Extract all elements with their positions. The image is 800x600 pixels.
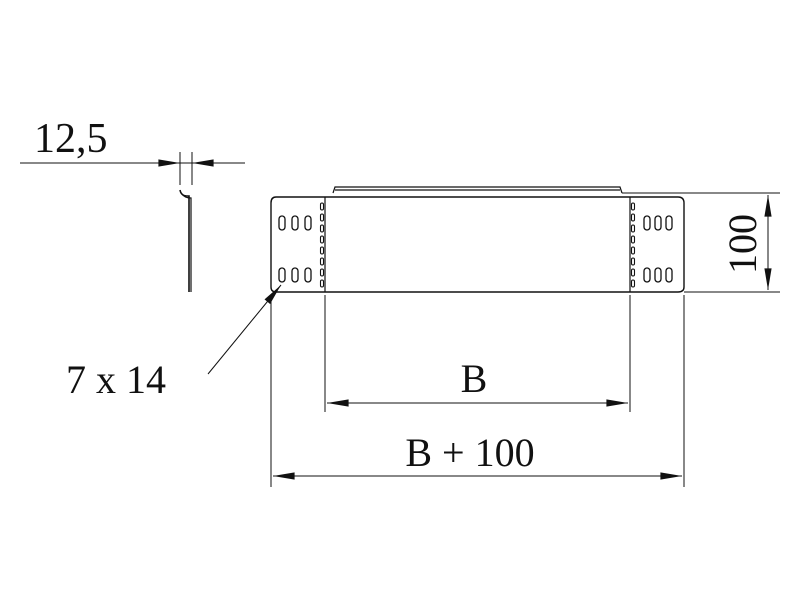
outer-width-label: B + 100 xyxy=(405,430,534,475)
slot-hole xyxy=(665,215,673,231)
slot-holes-right xyxy=(643,215,673,283)
slot-hole xyxy=(643,215,651,231)
inner-width-label: B xyxy=(461,356,488,401)
hole-label: 7 x 14 xyxy=(66,357,166,402)
inner-width-dimension: B xyxy=(324,295,631,412)
profile-sheet xyxy=(179,189,190,292)
perforation-left xyxy=(319,202,325,288)
perforation-right xyxy=(630,202,636,288)
side-profile: 12,5 xyxy=(20,116,245,292)
height-dimension: 100 xyxy=(720,195,772,290)
slot-hole xyxy=(643,267,651,283)
slot-hole xyxy=(304,215,312,231)
slot-holes-left xyxy=(278,215,312,283)
slot-hole xyxy=(291,215,299,231)
slot-hole xyxy=(304,267,312,283)
slot-hole xyxy=(291,267,299,283)
slot-hole xyxy=(278,267,286,283)
hole-leader-line xyxy=(207,284,282,375)
height-label: 100 xyxy=(720,214,765,274)
thickness-label: 12,5 xyxy=(34,116,108,162)
outer-width-dimension: B + 100 xyxy=(270,295,685,487)
slot-hole xyxy=(654,215,662,231)
part-outline xyxy=(270,196,685,293)
top-rail xyxy=(332,186,623,194)
plan-view xyxy=(270,186,780,293)
hole-callout: 7 x 14 xyxy=(66,284,282,402)
slot-hole xyxy=(654,267,662,283)
profile-sheet-inner xyxy=(181,193,192,292)
slot-hole xyxy=(665,267,673,283)
slot-hole xyxy=(278,215,286,231)
